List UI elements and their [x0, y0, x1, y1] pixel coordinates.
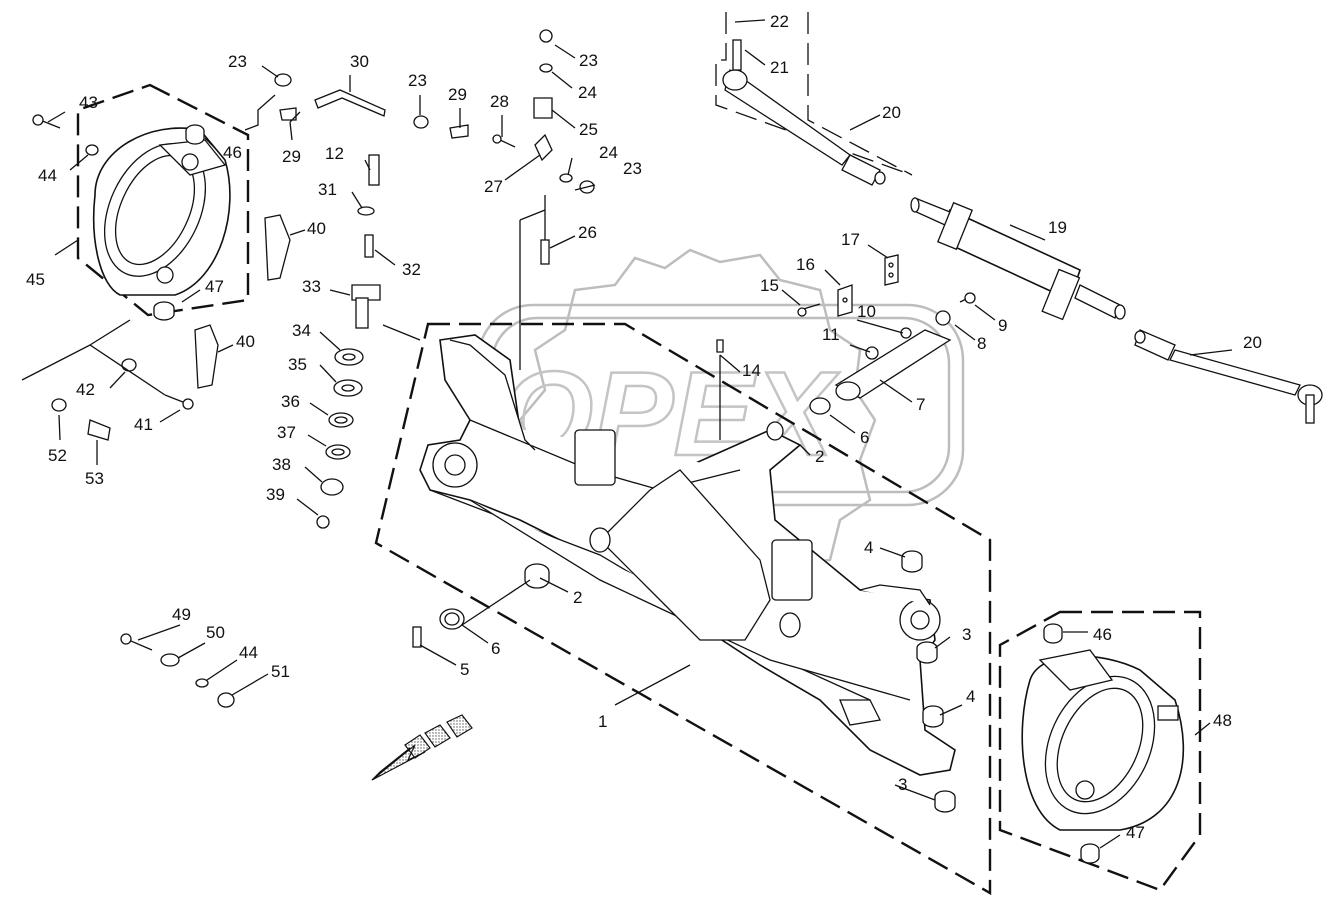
callout-12: 12	[325, 144, 344, 163]
callout-23: 23	[579, 51, 598, 70]
kingpin-stack	[316, 154, 381, 529]
hub-carrier-left	[92, 124, 291, 389]
callout-51: 51	[271, 662, 290, 681]
callout-47: 47	[205, 277, 224, 296]
hub-left-group-box	[76, 83, 250, 317]
callout-4: 4	[966, 687, 975, 706]
callout-34: 34	[292, 321, 311, 340]
callout-32: 32	[402, 260, 421, 279]
callout-41: 41	[134, 415, 153, 434]
callout-53: 53	[85, 469, 104, 488]
axle-housing	[419, 334, 956, 776]
callout-5: 5	[460, 660, 469, 679]
callout-44: 44	[239, 643, 258, 662]
callout-9: 9	[998, 316, 1007, 335]
callout-24: 24	[599, 143, 618, 162]
callout-2: 2	[573, 588, 582, 607]
callout-31: 31	[318, 180, 337, 199]
callout-37: 37	[277, 423, 296, 442]
tie-rod-lower	[1134, 329, 1323, 424]
callout-38: 38	[272, 455, 291, 474]
callout-1: 1	[598, 712, 607, 731]
callout-23: 23	[623, 159, 642, 178]
callout-45: 45	[26, 270, 45, 289]
callout-49: 49	[172, 605, 191, 624]
callout-2: 2	[815, 447, 824, 466]
callout-43: 43	[79, 93, 98, 112]
callout-24: 24	[578, 83, 597, 102]
callout-14: 14	[742, 361, 761, 380]
callout-labels: 1 2 2 3 3 4 4 5 6 6 7 8 9 10 11 12 14 15…	[26, 12, 1262, 842]
leader-lines	[21, 19, 1233, 849]
callout-50: 50	[206, 623, 225, 642]
callout-17: 17	[841, 230, 860, 249]
sensor-parts	[274, 29, 595, 265]
callout-20: 20	[882, 103, 901, 122]
callout-28: 28	[490, 92, 509, 111]
tie-rod-upper	[722, 39, 886, 186]
axle-group-box	[374, 322, 992, 896]
bushings	[412, 397, 956, 813]
callout-7: 7	[916, 395, 925, 414]
callout-44: 44	[38, 166, 57, 185]
callout-46: 46	[1093, 625, 1112, 644]
callout-35: 35	[288, 355, 307, 374]
callout-11: 11	[822, 325, 840, 344]
callout-40: 40	[307, 219, 326, 238]
callout-46: 46	[223, 143, 242, 162]
callout-23: 23	[408, 71, 427, 90]
callout-29: 29	[282, 147, 301, 166]
callout-3: 3	[898, 775, 907, 794]
callout-47: 47	[1126, 823, 1145, 842]
hub-carrier-right	[1021, 623, 1185, 864]
hub-right-group-box	[998, 610, 1202, 892]
callout-21: 21	[770, 58, 789, 77]
tie-rod-bracket	[715, 12, 913, 176]
callout-48: 48	[1213, 711, 1232, 730]
callout-33: 33	[302, 277, 321, 296]
callout-16: 16	[796, 255, 815, 274]
pivot-pin	[716, 254, 976, 401]
callout-20: 20	[1243, 333, 1262, 352]
callout-10: 10	[857, 302, 876, 321]
callout-8: 8	[977, 334, 986, 353]
callout-26: 26	[578, 223, 597, 242]
direction-arrow	[371, 714, 473, 781]
steering-cylinder	[910, 197, 1126, 321]
left-hardware	[32, 114, 235, 708]
callout-19: 19	[1048, 218, 1067, 237]
callout-42: 42	[76, 380, 95, 399]
callout-23: 23	[228, 52, 247, 71]
callout-22: 22	[770, 12, 789, 31]
callout-15: 15	[760, 276, 779, 295]
callout-4: 4	[864, 538, 873, 557]
callout-30: 30	[350, 52, 369, 71]
callout-29: 29	[448, 85, 467, 104]
callout-3: 3	[962, 625, 971, 644]
callout-40: 40	[236, 332, 255, 351]
callout-27: 27	[484, 177, 503, 196]
callout-39: 39	[266, 485, 285, 504]
callout-25: 25	[579, 120, 598, 139]
callout-36: 36	[281, 392, 300, 411]
callout-52: 52	[48, 446, 67, 465]
callout-6: 6	[860, 428, 869, 447]
callout-6: 6	[491, 639, 500, 658]
